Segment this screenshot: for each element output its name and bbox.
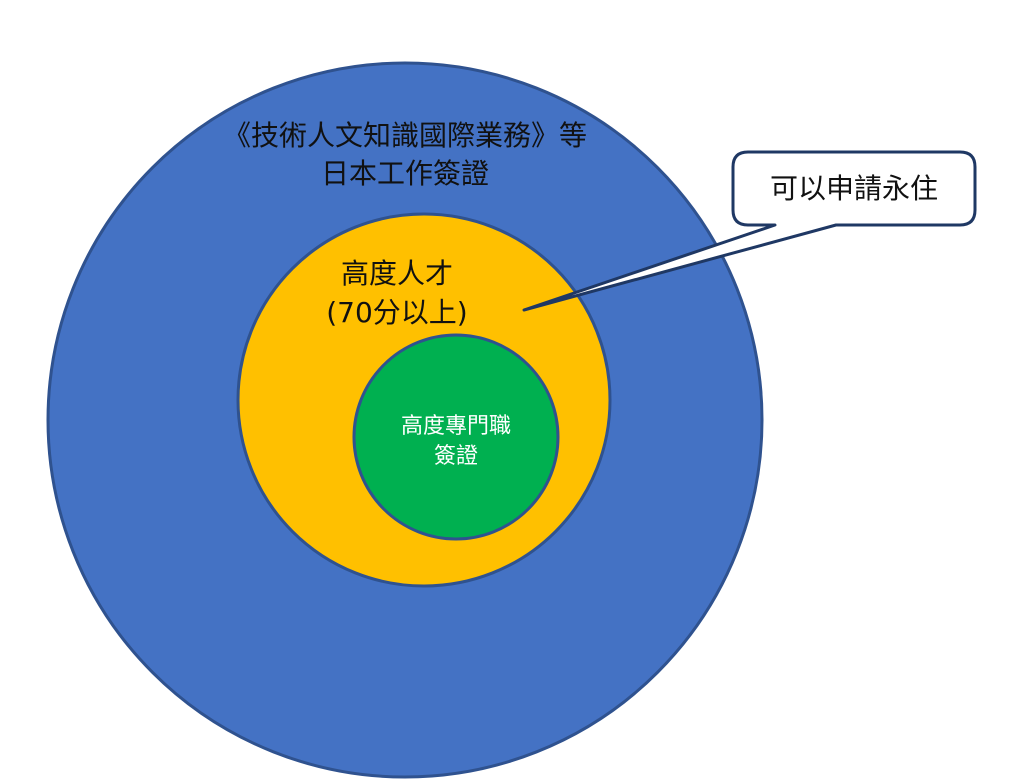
inner-label-line2: 簽證 [434,444,478,469]
middle-label-line1: 高度人才 [341,257,453,290]
callout-bubble: 可以申請永住 [522,150,977,312]
middle-label-line2: (70分以上) [326,296,467,329]
outer-label-line2: 日本工作簽證 [321,157,489,190]
inner-circle-professional-visa [352,333,560,541]
callout-text: 可以申請永住 [770,172,938,205]
inner-label-line1: 高度專門職 [401,414,511,439]
callout-shape [522,150,977,312]
outer-label-line1: 《技術人文知識國際業務》等 [223,119,587,152]
